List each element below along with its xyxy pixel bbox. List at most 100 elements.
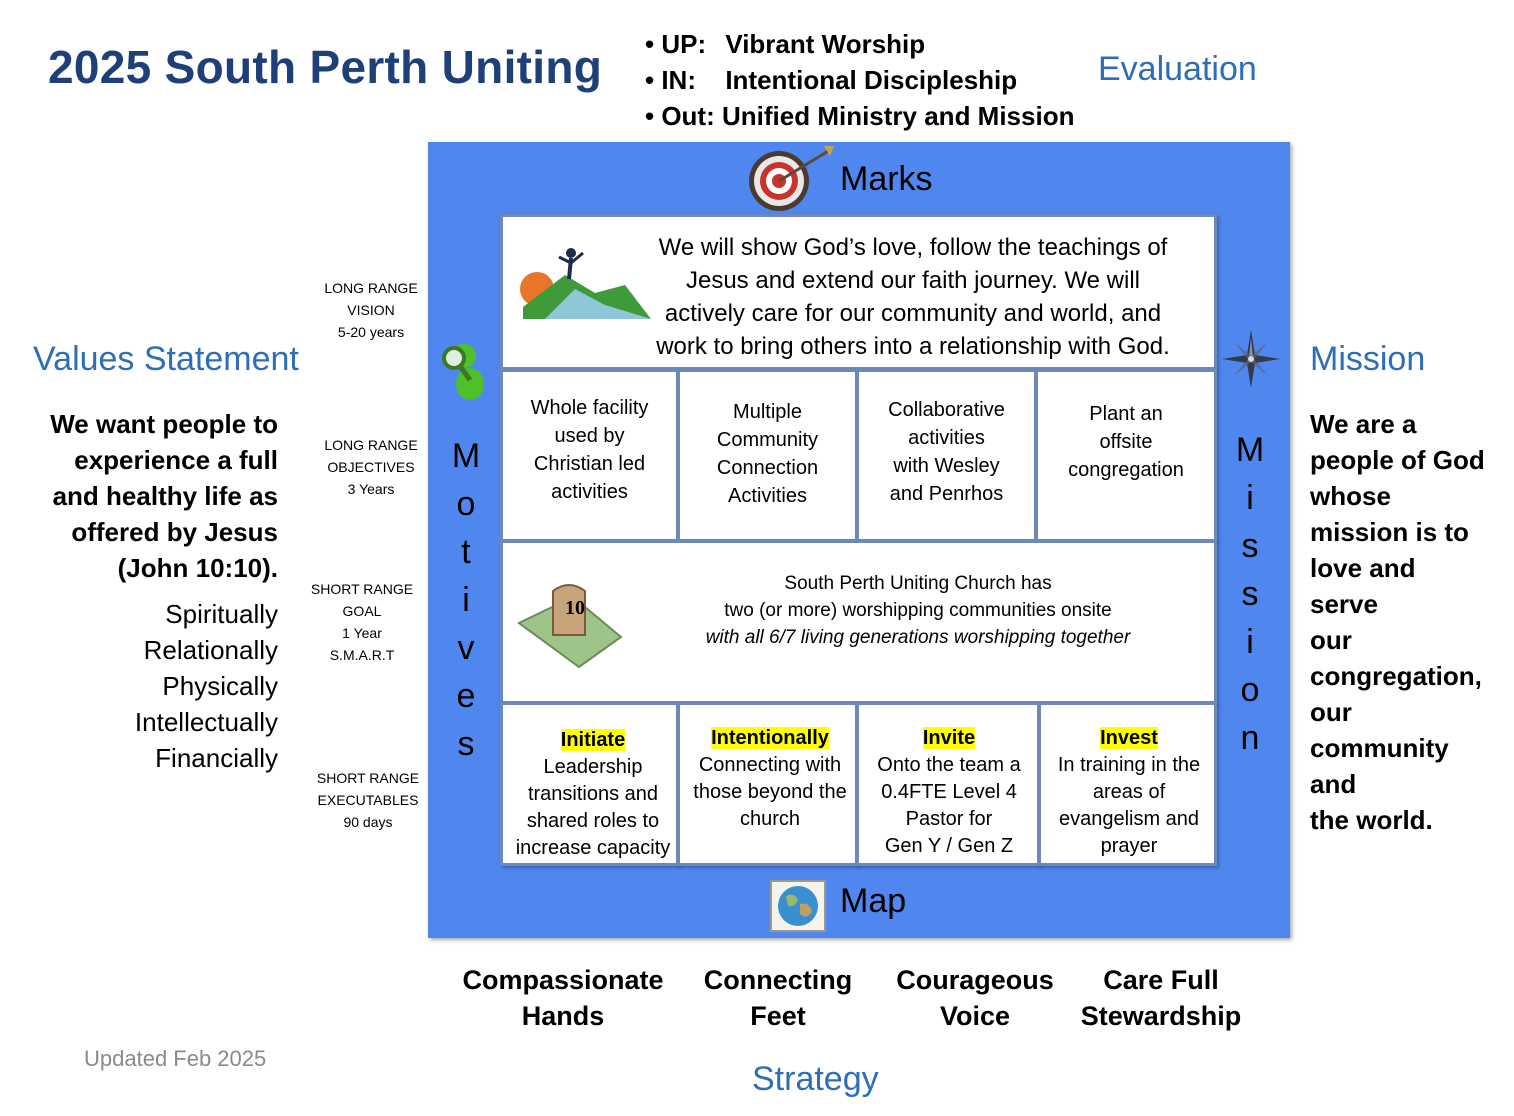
- objective-text: Multiple Community Connection Activities: [680, 398, 855, 510]
- executable-line: Leadership: [543, 756, 643, 778]
- bullet-text: Vibrant Worship: [725, 29, 926, 59]
- values-line: (John 10:10).: [117, 553, 278, 583]
- range-label-goal: SHORT RANGE GOAL 1 Year S.M.A.R.T: [302, 578, 422, 666]
- objective-line: Whole facility: [530, 397, 649, 419]
- executable-head: Initiate: [560, 729, 626, 751]
- objective-text: Whole facility used by Christian led act…: [503, 394, 676, 506]
- mission-letter: s: [1241, 527, 1259, 565]
- objective-line: Christian led: [533, 453, 646, 475]
- objective-line: Plant an: [1089, 403, 1163, 425]
- motives-letter: v: [457, 629, 475, 667]
- bullet-key: IN:: [661, 65, 696, 95]
- objective-line: offsite: [1099, 431, 1153, 453]
- range-line: OBJECTIVES: [327, 459, 415, 475]
- range-label-objectives: LONG RANGE OBJECTIVES 3 Years: [311, 434, 431, 500]
- evaluation-heading: Evaluation: [1098, 50, 1257, 88]
- values-list-item: Relationally: [143, 635, 278, 665]
- mission-line: mission is to: [1310, 517, 1469, 547]
- vision-line: We will show God’s love, follow the teac…: [658, 234, 1168, 261]
- motives-letter: s: [457, 725, 475, 763]
- mission-letter: n: [1240, 719, 1260, 757]
- motives-letter: o: [456, 485, 476, 523]
- vision-line: Jesus and extend our faith journey. We w…: [685, 267, 1141, 294]
- bullet-key: Out:: [661, 101, 715, 131]
- executable-box: Invest In training in the areas of evang…: [1038, 702, 1217, 866]
- strategy-line: Compassionate: [462, 965, 664, 995]
- executable-line: church: [739, 808, 801, 830]
- bullet-in: • IN:Intentional Discipleship: [645, 62, 1074, 98]
- executable-line: increase capacity: [515, 837, 671, 859]
- objective-line: used by: [554, 425, 625, 447]
- mission-line: and: [1310, 769, 1357, 799]
- range-line: 90 days: [343, 814, 393, 830]
- goal-line: with all 6/7 living generations worshipp…: [705, 627, 1131, 648]
- mission-line: our: [1310, 625, 1352, 655]
- mission-letter: o: [1240, 671, 1260, 709]
- executable-head: Invite: [922, 727, 976, 749]
- mission-statement: We are a people of God whose mission is …: [1310, 406, 1500, 838]
- mission-line: people of God: [1310, 445, 1485, 475]
- objective-line: Connection: [716, 457, 819, 479]
- strategy-item: Care Full Stewardship: [1051, 962, 1271, 1034]
- executable-text: Invest In training in the areas of evang…: [1041, 725, 1217, 860]
- vision-line: actively care for our community and worl…: [664, 300, 1162, 327]
- strategy-line: Care Full: [1103, 965, 1219, 995]
- strategy-line: Connecting: [703, 965, 853, 995]
- updated-note: Updated Feb 2025: [84, 1046, 267, 1071]
- bullet-up: • UP:Vibrant Worship: [645, 26, 1074, 62]
- executable-box: Initiate Leadership transitions and shar…: [500, 702, 679, 866]
- mission-line: whose: [1310, 481, 1391, 511]
- strategy-line: Hands: [521, 1001, 605, 1031]
- strategy-line: Stewardship: [1080, 1001, 1242, 1031]
- map-label: Map: [840, 882, 907, 920]
- range-line: LONG RANGE: [324, 437, 418, 453]
- marks-label: Marks: [840, 160, 933, 198]
- objective-box: Collaborative activities with Wesley and…: [856, 369, 1037, 542]
- strategy-item: Connecting Feet: [668, 962, 888, 1034]
- mission-line: love and: [1310, 553, 1416, 583]
- values-list-item: Physically: [162, 671, 278, 701]
- mission-line: our: [1310, 697, 1352, 727]
- mission-letter: s: [1241, 575, 1259, 613]
- motives-letter: M: [451, 437, 481, 475]
- goal-box: 10 South Perth Uniting Church has two (o…: [500, 540, 1217, 704]
- range-line: SHORT RANGE: [316, 770, 420, 786]
- executable-line: prayer: [1100, 835, 1158, 857]
- executable-line: Gen Y / Gen Z: [884, 835, 1014, 857]
- vision-line: work to bring others into a relationship…: [656, 333, 1170, 360]
- range-label-executables: SHORT RANGE EXECUTABLES 90 days: [308, 767, 428, 833]
- executable-text: Invite Onto the team a 0.4FTE Level 4 Pa…: [859, 725, 1039, 860]
- range-line: VISION: [347, 302, 395, 318]
- objective-line: Community: [716, 429, 819, 451]
- values-line: experience a full: [74, 445, 278, 475]
- mission-line: community: [1310, 733, 1449, 763]
- tablet-number: 10: [565, 597, 585, 619]
- motives-letter: i: [462, 581, 470, 619]
- executable-line: those beyond the: [693, 781, 847, 803]
- executable-box: Intentionally Connecting with those beyo…: [677, 702, 858, 866]
- objective-box: Plant an offsite congregation: [1035, 369, 1217, 542]
- goal-line: two (or more) worshipping communities on…: [724, 600, 1112, 621]
- executable-head: Invest: [1100, 727, 1158, 749]
- bullet-text: Intentional Discipleship: [725, 65, 1018, 95]
- objective-line: with Wesley: [893, 455, 1000, 477]
- mission-letter: i: [1246, 479, 1254, 517]
- target-icon: [749, 146, 834, 211]
- range-line: 3 Years: [347, 481, 395, 497]
- goal-tablet-icon: [517, 584, 623, 669]
- executable-line: Connecting with: [698, 754, 842, 776]
- goal-line: South Perth Uniting Church has: [784, 573, 1052, 594]
- range-label-vision: LONG RANGE VISION 5-20 years: [311, 277, 431, 343]
- objective-box: Whole facility used by Christian led act…: [500, 369, 679, 542]
- executable-head: Intentionally: [711, 727, 829, 749]
- values-line: offered by Jesus: [71, 517, 278, 547]
- range-line: 5-20 years: [337, 324, 405, 340]
- range-line: LONG RANGE: [324, 280, 418, 296]
- mountain-climber-icon: [520, 248, 651, 319]
- objective-text: Plant an offsite congregation: [1038, 400, 1214, 484]
- compass-icon: [1222, 330, 1280, 388]
- mission-letter: i: [1246, 623, 1254, 661]
- executable-text: Initiate Leadership transitions and shar…: [503, 727, 683, 862]
- objective-box: Multiple Community Connection Activities: [677, 369, 858, 542]
- range-line: SHORT RANGE: [310, 581, 414, 597]
